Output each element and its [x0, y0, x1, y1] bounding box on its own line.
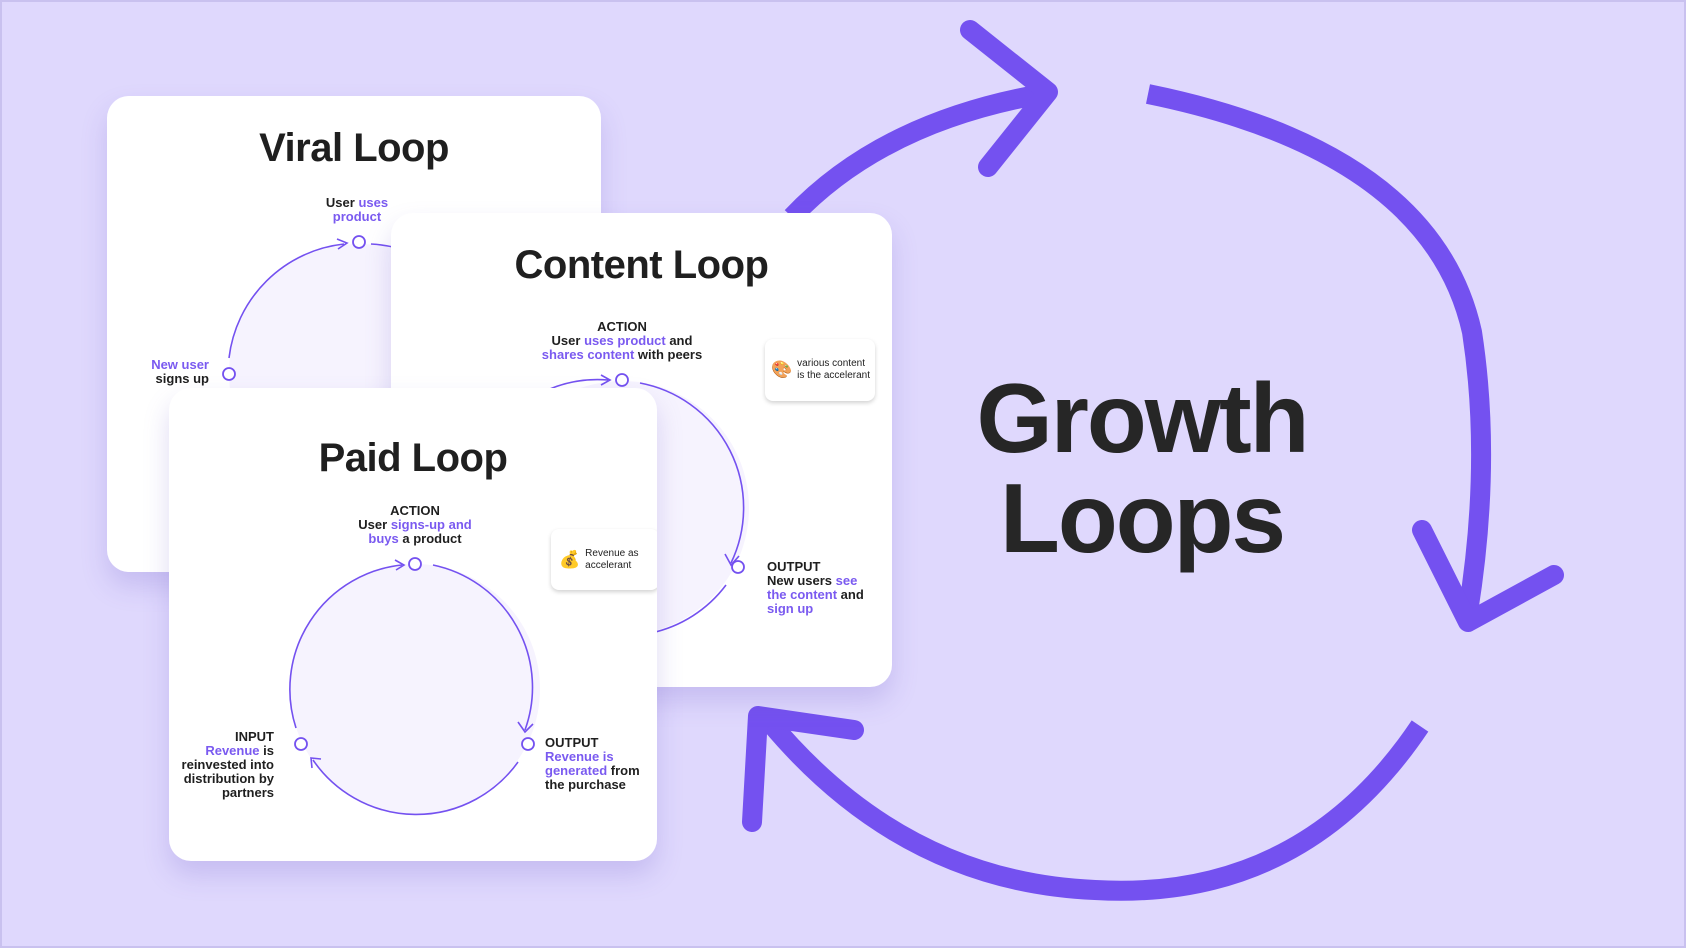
- node-input: [222, 367, 236, 381]
- arrow-icon: [336, 238, 349, 250]
- palette-icon: 🎨: [771, 360, 793, 380]
- node-action: [352, 235, 366, 249]
- content-output-label: OUTPUT New users see the content and sig…: [767, 559, 864, 616]
- content-loop-title: Content Loop: [514, 243, 769, 287]
- node-action: [408, 557, 422, 571]
- arrow-icon: [310, 757, 322, 769]
- paid-loop-diagram: [289, 557, 540, 816]
- title-line-2: Loops: [1000, 463, 1286, 573]
- page-title: Growth Loops: [932, 368, 1352, 568]
- paid-loop-card: Paid Loop ACTION User signs-up and buys …: [169, 388, 657, 861]
- paid-input-label: INPUT Revenue is reinvested into distrib…: [181, 729, 274, 800]
- viral-action-label: User uses product: [325, 195, 389, 224]
- title-line-1: Growth: [976, 363, 1310, 473]
- paid-loop-title: Paid Loop: [318, 436, 508, 480]
- arrow-icon: [724, 553, 740, 567]
- node-output: [521, 737, 535, 751]
- node-output: [731, 560, 745, 574]
- arrow-icon: [517, 721, 534, 734]
- paid-output-label: OUTPUT Revenue is generated from the pur…: [545, 735, 640, 792]
- paid-action-label: ACTION User signs-up and buys a product: [358, 503, 472, 546]
- money-bag-icon: 💰: [559, 549, 581, 570]
- node-input: [294, 737, 308, 751]
- viral-loop-title: Viral Loop: [259, 126, 449, 170]
- arrow-icon: [600, 374, 612, 386]
- content-action-label: ACTION User uses product and shares cont…: [541, 319, 703, 362]
- arrow-icon: [394, 559, 406, 571]
- node-action: [615, 373, 629, 387]
